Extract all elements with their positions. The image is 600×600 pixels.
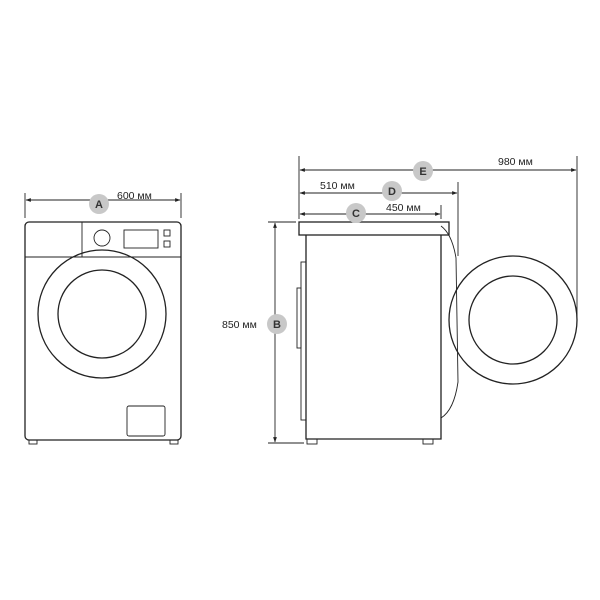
- badge-b: [267, 314, 287, 334]
- rear-hose-connector: [296, 287, 302, 349]
- top-panel: [298, 221, 450, 236]
- side-view-washer: [296, 221, 578, 445]
- dimension-c: C 450 мм: [299, 202, 441, 223]
- door-outer-ring: [37, 249, 167, 379]
- badge-c-letter: C: [352, 208, 360, 220]
- dimension-d-value: 510 мм: [320, 180, 355, 192]
- dimension-b-value: 850 мм: [222, 319, 257, 331]
- front-body: [24, 221, 182, 441]
- rear-panel: [300, 261, 307, 421]
- foot-icon: [28, 439, 38, 445]
- open-door-outer: [448, 255, 578, 385]
- program-knob-icon: [93, 229, 111, 247]
- foot-icon: [169, 439, 179, 445]
- badge-d-letter: D: [388, 186, 396, 198]
- dimension-e: E 980 мм: [299, 156, 577, 181]
- badge-e: [413, 161, 433, 181]
- dimension-e-value: 980 мм: [498, 156, 533, 168]
- badge-b-letter: B: [273, 319, 281, 331]
- front-view-washer: [24, 221, 182, 445]
- badge-d: [382, 181, 402, 201]
- door-hinge-curve: [440, 225, 459, 419]
- foot-icon: [422, 438, 434, 445]
- panel-button-icon: [163, 240, 171, 248]
- badge-c: [346, 203, 366, 223]
- open-door-glass: [468, 275, 558, 365]
- side-body: [305, 235, 442, 440]
- dimension-c-value: 450 мм: [386, 202, 421, 214]
- filter-hatch: [126, 405, 166, 437]
- dimension-a-value: 600 мм: [117, 190, 152, 202]
- badge-a: [89, 194, 109, 214]
- foot-icon: [306, 438, 318, 445]
- panel-button-icon: [163, 229, 171, 237]
- door-glass: [57, 269, 147, 359]
- badge-e-letter: E: [419, 166, 426, 178]
- badge-a-letter: A: [95, 199, 103, 211]
- dimension-b: B 850 мм: [222, 221, 304, 444]
- display-panel: [123, 229, 159, 249]
- dimension-d: D 510 мм: [299, 180, 458, 201]
- dimension-a: A 600 мм: [24, 190, 182, 218]
